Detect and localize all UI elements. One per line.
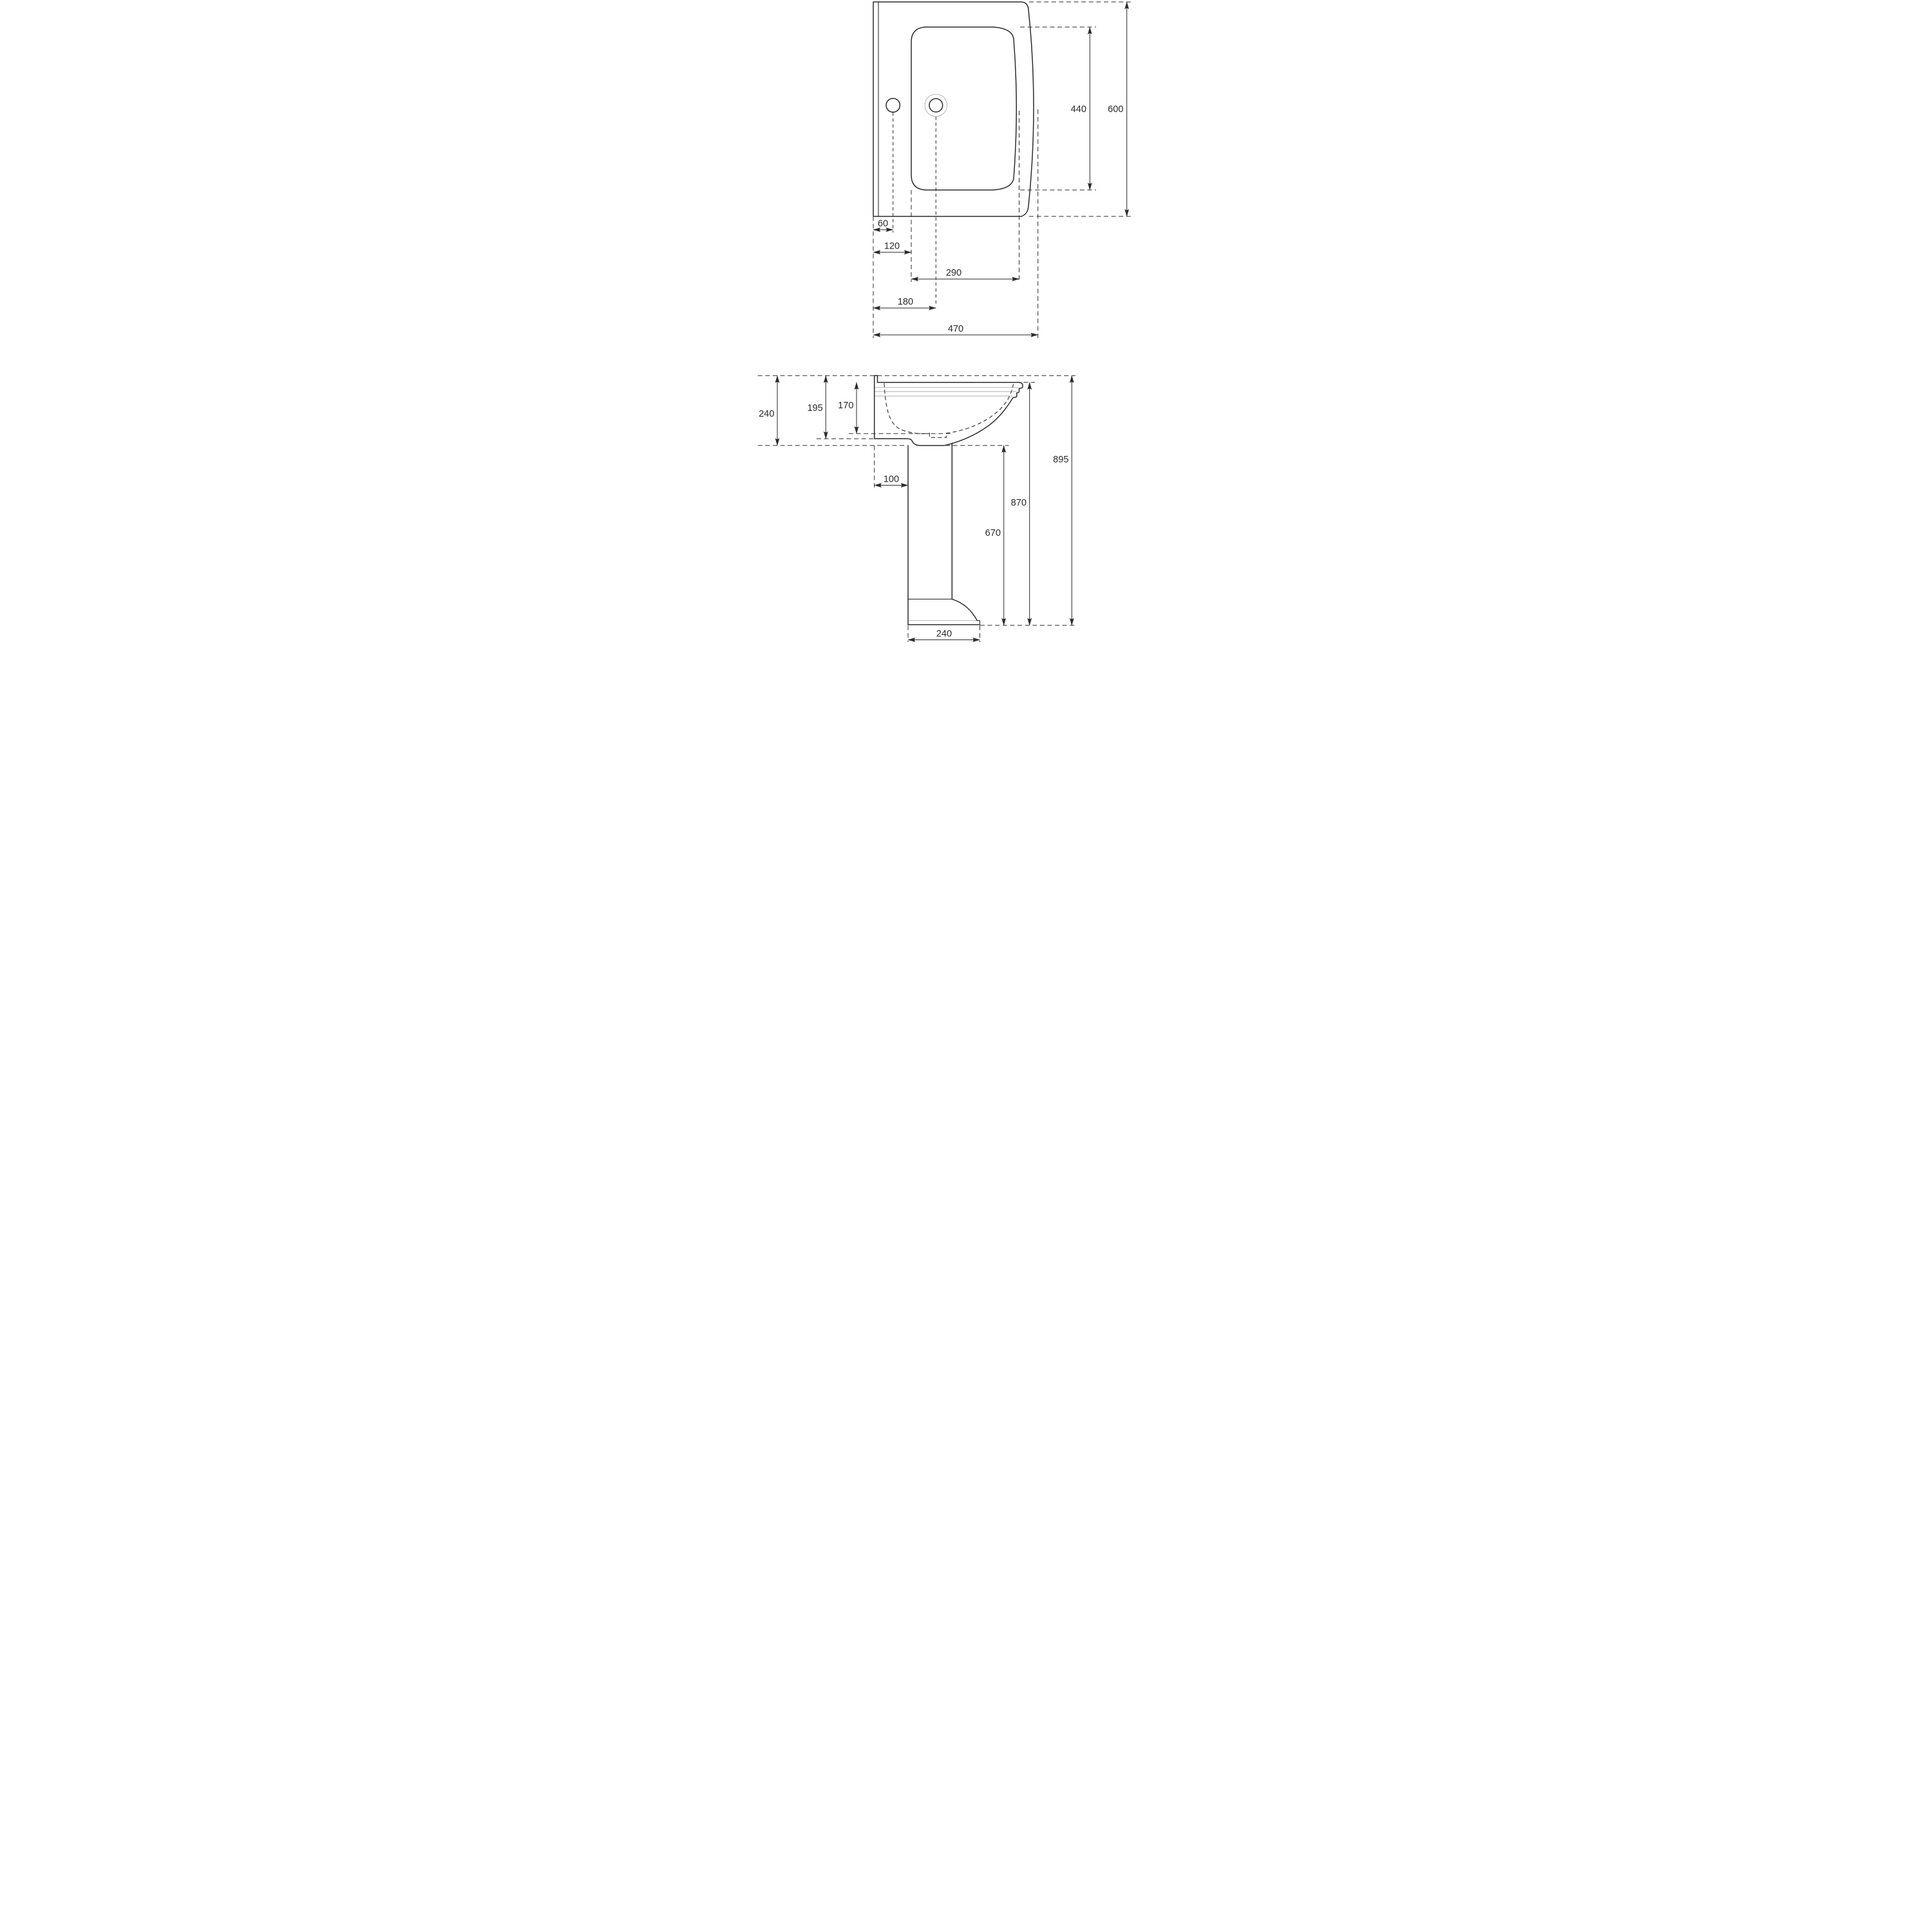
side-view-dimensions: 240 195 170 100 670 870 895 240 [759, 375, 1074, 642]
dim-label-240-base: 240 [936, 629, 952, 639]
dim-label-895: 895 [1053, 455, 1068, 465]
top-view-basin-rim [911, 26, 1017, 191]
top-view-sink-outline [873, 1, 1034, 217]
dim-label-870: 870 [1011, 498, 1027, 508]
dim-label-195: 195 [807, 403, 822, 413]
drain-hidden-contour [929, 433, 947, 439]
tap-hole-outer-ring [924, 93, 947, 117]
dim-label-120: 120 [884, 242, 900, 252]
dim-label-440: 440 [1071, 104, 1086, 115]
side-view: 240 195 170 100 670 870 895 240 [757, 375, 1075, 642]
top-view-dimensions: 60 120 290 180 470 440 600 [873, 1, 1130, 337]
pedestal-base-flare [951, 598, 978, 621]
tap-hole [929, 98, 943, 113]
dim-label-170: 170 [838, 401, 853, 411]
side-view-sink-profile [873, 375, 1023, 446]
washbasin-technical-drawing: 60 120 290 180 470 440 600 [757, 1, 1132, 642]
pedestal [907, 442, 981, 625]
pedestal-base-lip [976, 620, 981, 625]
dim-label-60: 60 [878, 219, 888, 229]
fixing-hole [886, 98, 901, 113]
dim-label-290: 290 [946, 268, 961, 278]
top-view: 60 120 290 180 470 440 600 [873, 1, 1132, 338]
bowl-hidden-contour-right [946, 384, 1014, 434]
drawing-canvas: 60 120 290 180 470 440 600 [644, 0, 1288, 644]
dim-label-600: 600 [1108, 104, 1123, 115]
dim-label-670: 670 [985, 528, 1001, 538]
dim-label-470: 470 [948, 324, 963, 334]
bowl-hidden-contour-left [884, 383, 930, 435]
dim-label-240-left: 240 [759, 409, 774, 419]
dim-label-100: 100 [884, 475, 899, 485]
dim-label-180: 180 [898, 297, 913, 307]
